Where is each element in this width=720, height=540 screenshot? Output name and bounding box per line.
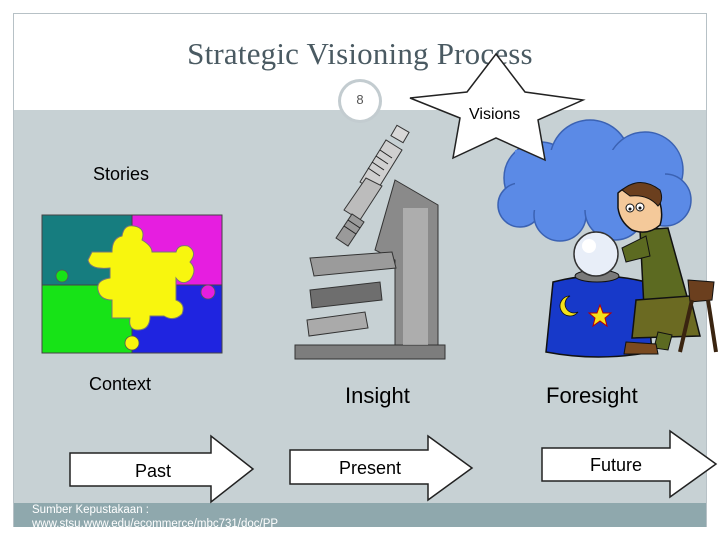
slide-number: 8 [356, 92, 364, 107]
stories-label: Stories [93, 164, 150, 184]
slide-number-badge: 8 [341, 82, 379, 120]
present-arrow-label: Present [339, 458, 402, 478]
context-label: Context [89, 374, 152, 394]
future-arrow-label: Future [590, 455, 643, 475]
insight-label: Insight [345, 383, 410, 408]
source-line-1: Sumber Kepustakaan : [32, 504, 149, 516]
past-arrow-label: Past [135, 461, 172, 481]
foresight-label: Foresight [546, 383, 638, 408]
source-note: Sumber Kepustakaan : www.stsu.www.edu/ec… [32, 503, 452, 527]
footer-bar [14, 503, 706, 527]
slide-title: Strategic Visioning Process [187, 36, 533, 71]
visions-label: Visions [469, 106, 521, 123]
source-line-2[interactable]: www.stsu.www.edu/ecommerce/mbc731/doc/PP [32, 518, 279, 527]
